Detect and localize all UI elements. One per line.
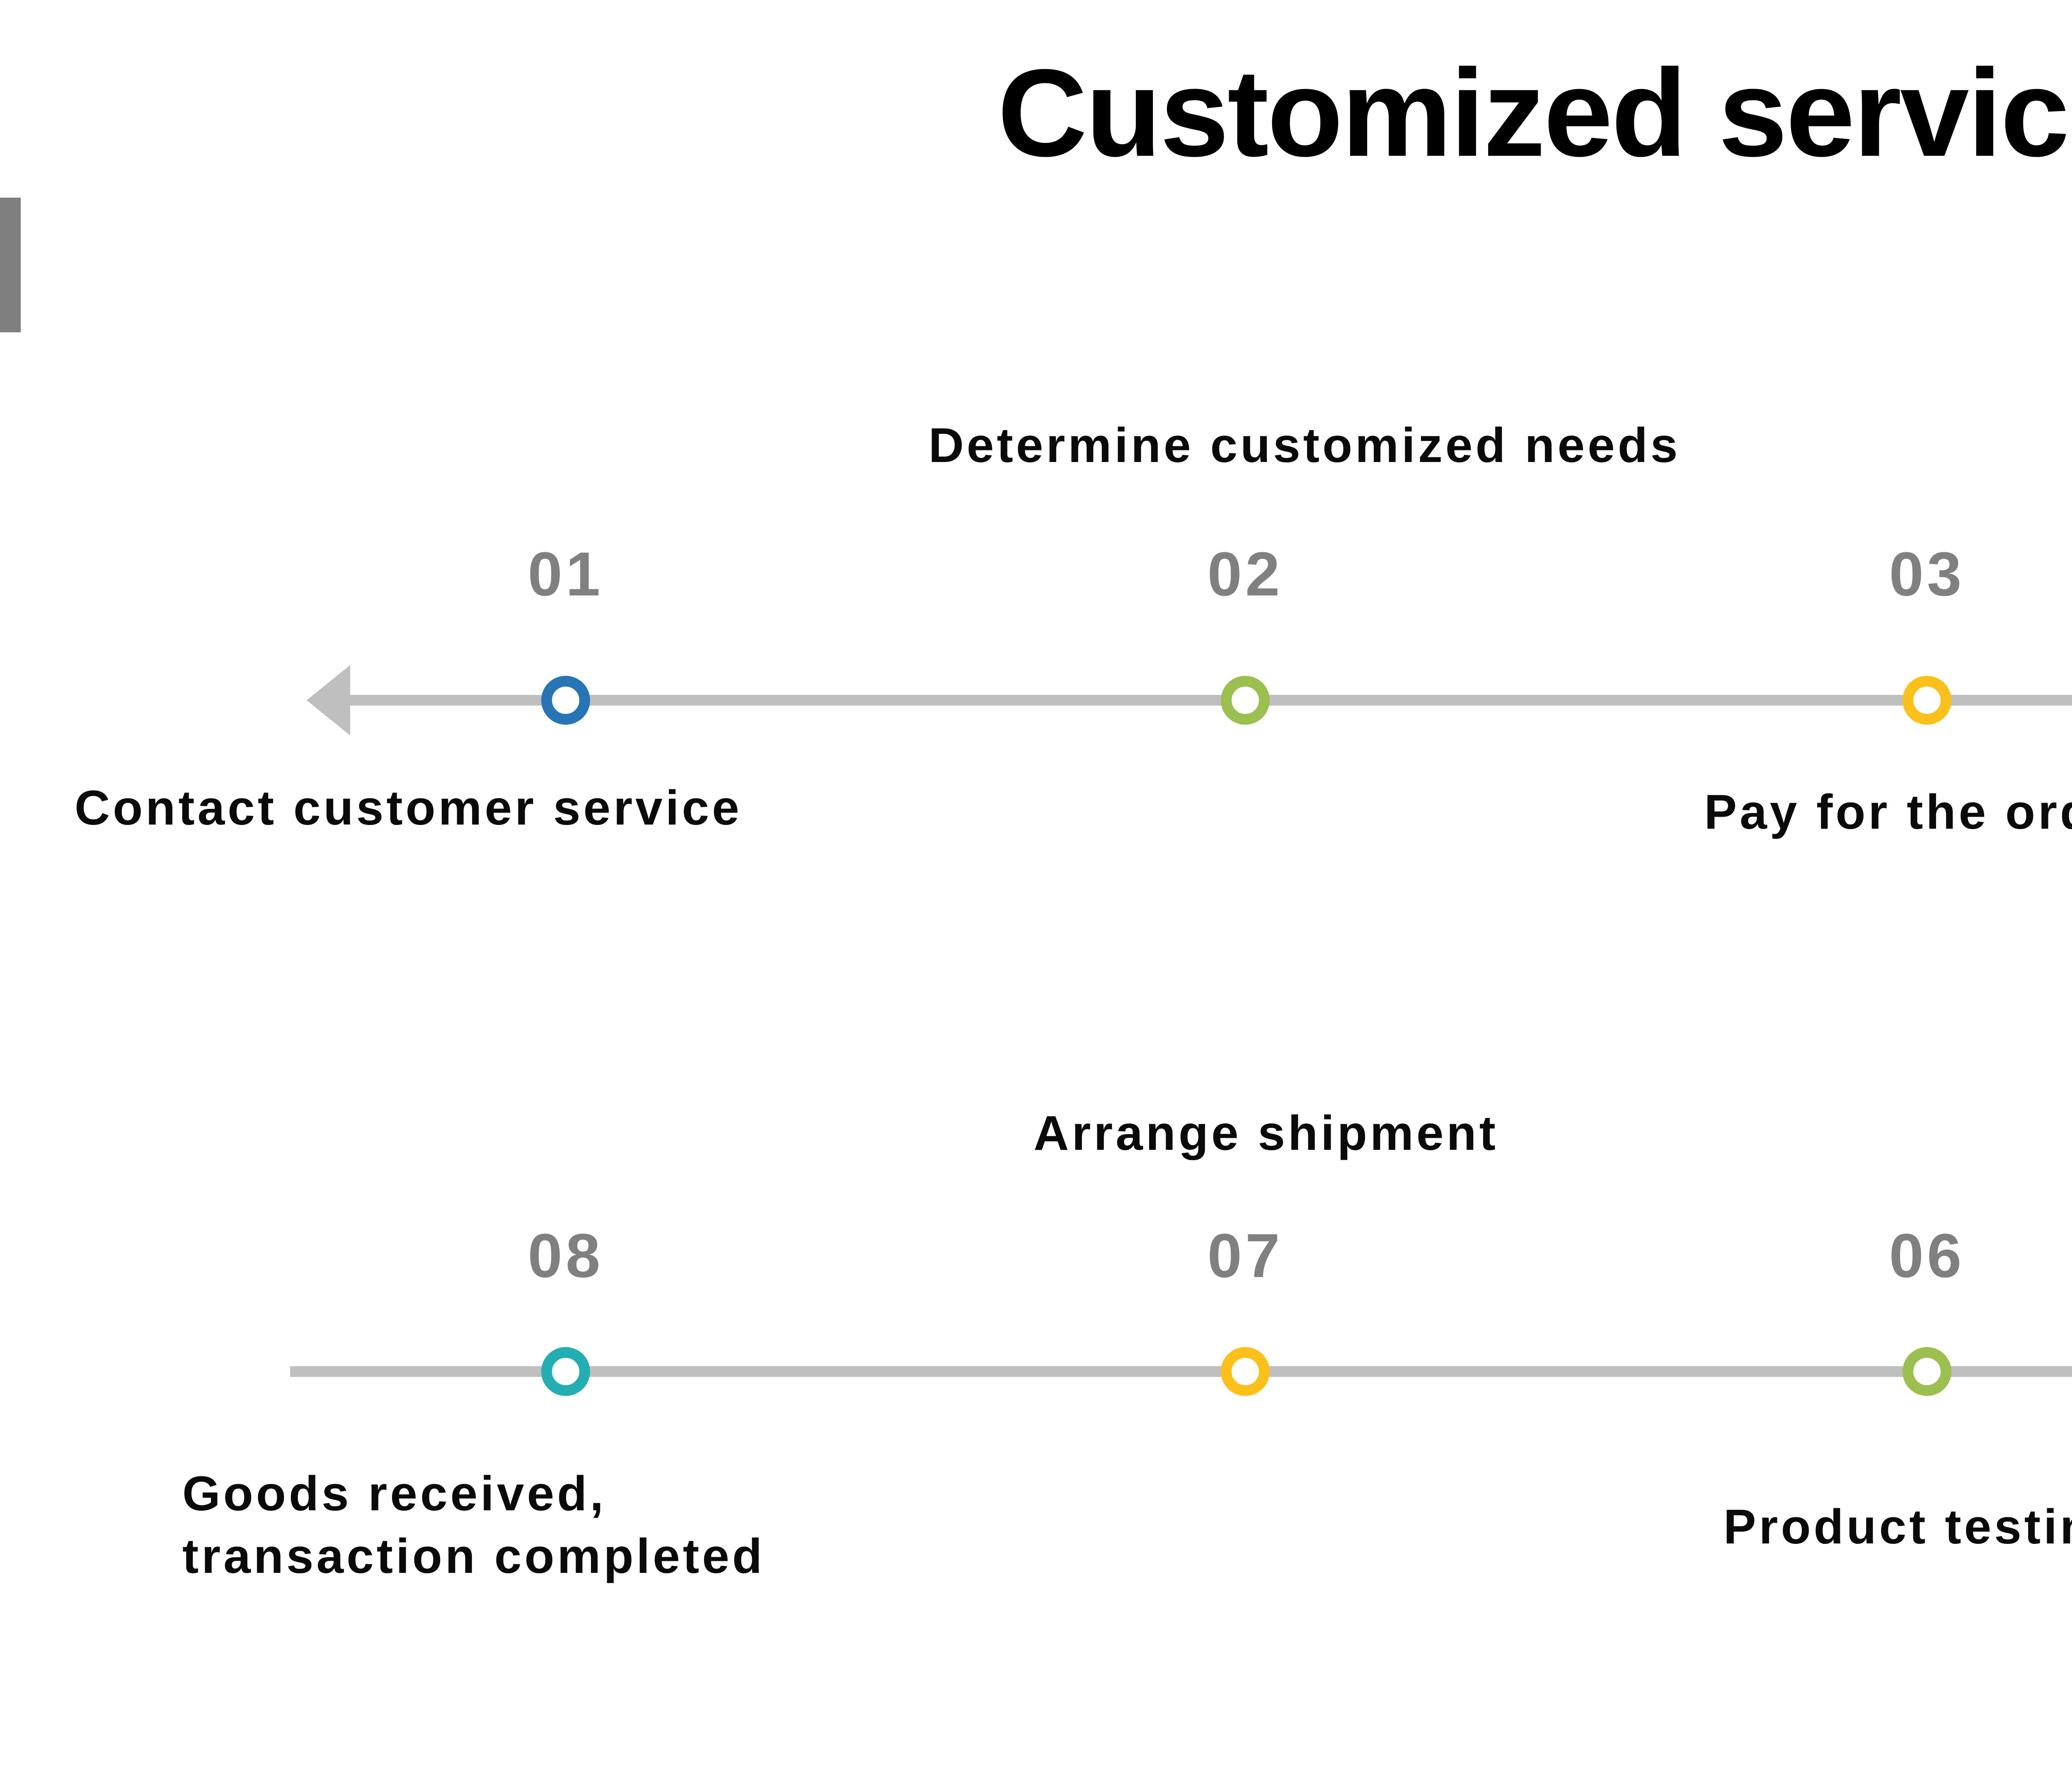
step-node-07[interactable] [1221,1347,1270,1396]
step-label-03: Pay for the order [1704,785,2072,839]
step-number-03: 03 [1889,539,1965,609]
step-node-06[interactable] [1903,1347,1951,1396]
step-number-07: 07 [1207,1221,1283,1290]
step-node-02[interactable] [1221,676,1270,725]
step-label-08-line-2: transaction completed [182,1529,765,1584]
step-number-01: 01 [528,539,604,609]
step-node-01[interactable] [541,676,590,725]
step-label-01: Contact customer service [75,781,742,835]
page-title: Customized service [0,41,2072,184]
step-label-08-line-1: Goods received, [182,1466,607,1521]
step-label-07: Arrange shipment [1034,1106,1498,1161]
step-label-08: Goods received, transaction completed [182,1463,765,1588]
left-accent-bar [0,198,21,332]
step-label-02: Determine customized needs [928,418,1681,473]
step-label-06: Product testing [1723,1500,2072,1554]
step-number-02: 02 [1207,539,1283,609]
page-title-text: Customized service [997,43,2072,182]
step-number-08: 08 [528,1221,604,1290]
step-number-06: 06 [1889,1221,1965,1290]
timeline-start-arrow-icon [307,665,350,735]
step-node-03[interactable] [1903,676,1951,725]
step-node-08[interactable] [541,1347,590,1396]
